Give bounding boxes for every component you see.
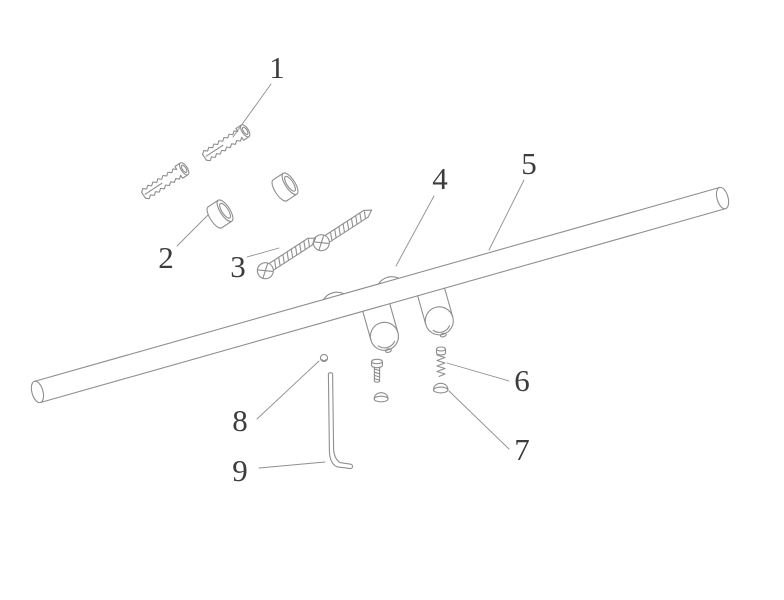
wall-bracket-1 [321, 278, 403, 367]
wall-anchor-2 [139, 160, 192, 202]
hex-key [327, 372, 354, 470]
bar-tube [30, 186, 730, 404]
leader-line-9 [258, 461, 326, 469]
part-label-9: 9 [232, 453, 248, 488]
leader-line-7 [448, 390, 510, 450]
part-label-2: 2 [158, 240, 174, 275]
leader-line-4 [395, 195, 435, 267]
cap-washer [432, 382, 449, 394]
cap-washer-left [373, 392, 389, 403]
part-labels: 1 2 3 4 5 6 7 8 9 [158, 50, 537, 488]
leader-line-3 [246, 247, 280, 258]
wall-anchor-1 [200, 122, 253, 164]
leader-line-2 [176, 214, 209, 247]
part-label-4: 4 [432, 161, 448, 196]
wall-bracket-2 [376, 262, 458, 351]
part-label-7: 7 [514, 432, 530, 467]
bar-assembly [30, 186, 730, 404]
anchor-sleeve-1 [268, 170, 302, 204]
leader-line-6 [446, 362, 510, 382]
part-label-1: 1 [269, 50, 285, 85]
anchor-sleeve-2 [203, 197, 237, 231]
part-label-5: 5 [521, 146, 537, 181]
mounting-screw-1 [253, 230, 321, 283]
part-label-6: 6 [514, 363, 530, 398]
set-screw [435, 346, 447, 378]
leader-line-1 [232, 83, 272, 138]
part-label-8: 8 [232, 403, 248, 438]
mounting-screw-2 [309, 202, 377, 255]
leader-line-5 [488, 179, 525, 251]
part-label-3: 3 [230, 249, 246, 284]
post-screw [371, 358, 383, 383]
grub-screw [319, 353, 329, 363]
leader-line-8 [256, 360, 320, 420]
